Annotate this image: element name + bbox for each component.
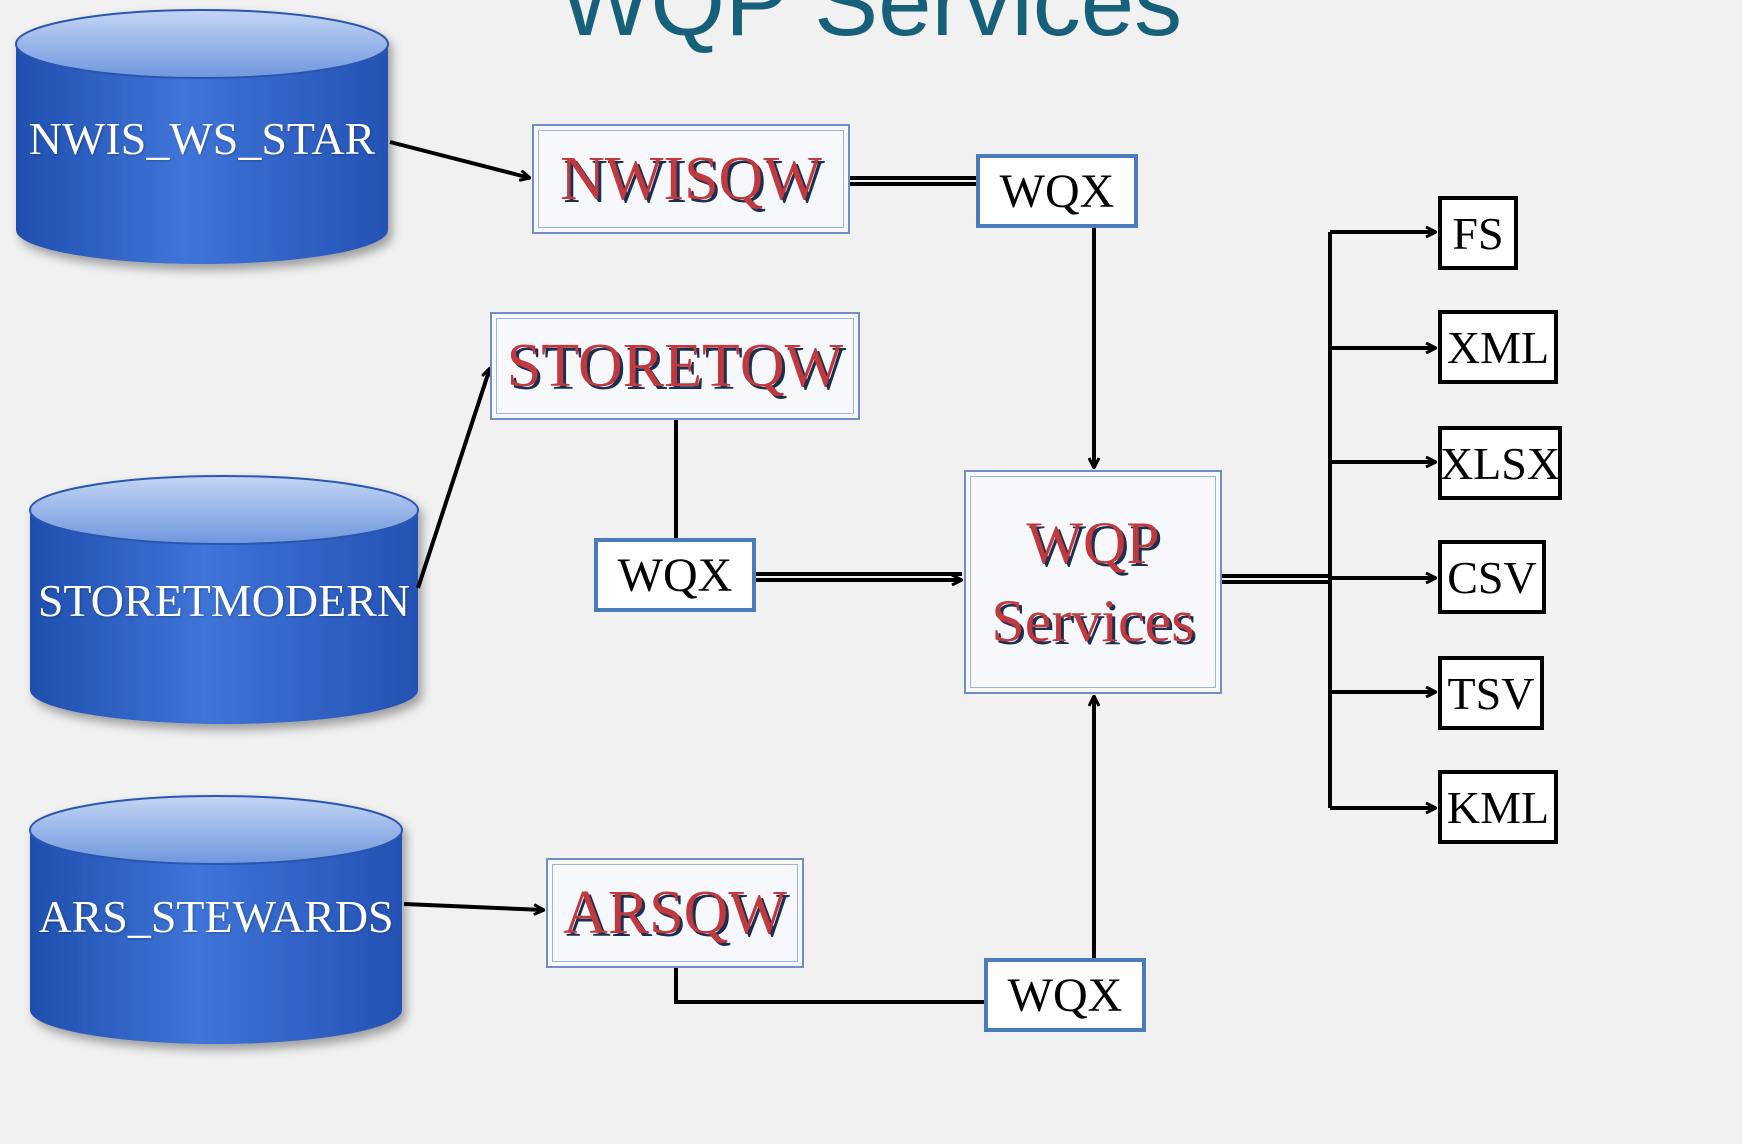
format-xlsx: XLSX (1438, 426, 1562, 500)
storetqw-box: STORETQW (490, 312, 860, 420)
format-tsv: TSV (1438, 656, 1544, 730)
arsqw-box: ARSQW (546, 858, 804, 968)
database-storetmodern (29, 475, 419, 724)
database-label-ars-stewards: ARS_STEWARDS (38, 891, 394, 942)
storetqw-label: STORETQW (506, 331, 844, 400)
wqx-box-bottom: WQX (984, 958, 1146, 1032)
format-fs: FS (1438, 196, 1518, 270)
database-ars-stewards (29, 795, 403, 1044)
wqp-services-box: WQP Services (964, 470, 1222, 694)
format-kml: KML (1438, 770, 1558, 844)
connectors (389, 140, 1436, 1004)
slide-title: WQP Services (559, 0, 1183, 56)
arsqw-label: ARSQW (563, 878, 787, 947)
format-xml: XML (1438, 310, 1558, 384)
wqp-services-label: WQP Services (966, 472, 1220, 692)
database-nwis-ws-star (15, 9, 389, 264)
database-label-nwis-ws-star: NWIS_WS_STAR (28, 113, 376, 164)
format-csv: CSV (1438, 540, 1546, 614)
wqx-box-middle: WQX (594, 538, 756, 612)
database-label-storetmodern: STORETMODERN (37, 575, 411, 626)
nwisqw-box: NWISQW (532, 124, 850, 234)
nwisqw-label: NWISQW (560, 144, 822, 213)
wqp-services-line1: WQP (1026, 510, 1160, 576)
wqp-services-line2: Services (991, 588, 1195, 654)
wqx-box-top: WQX (976, 154, 1138, 228)
